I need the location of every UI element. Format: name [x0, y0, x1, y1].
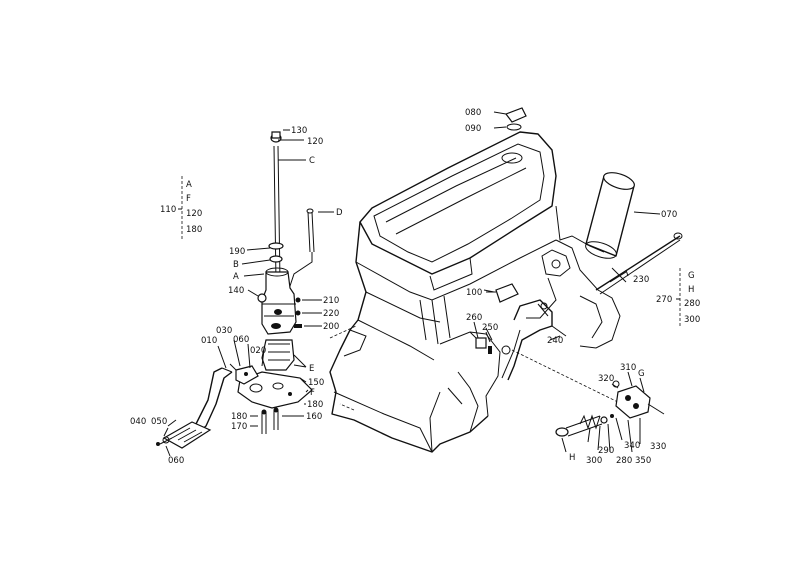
group-right-item-0: G: [688, 271, 695, 281]
label-150: 150: [308, 378, 324, 388]
leader-dash-3: [339, 403, 355, 411]
label-330: 330: [650, 442, 666, 452]
label-c: C: [309, 156, 315, 166]
group-left-item-1: F: [186, 194, 191, 204]
label-060a: 060: [233, 335, 249, 345]
label-040: 040: [130, 417, 146, 427]
label-d: D: [336, 208, 343, 218]
label-230: 230: [633, 275, 649, 285]
group-right-item-3: 300: [684, 315, 700, 325]
dipstick: [595, 232, 683, 295]
label-g: G: [638, 369, 645, 379]
label-240: 240: [547, 336, 563, 346]
oil-filler-pipe: [501, 299, 567, 381]
engine-block: [329, 131, 621, 453]
label-300: 300: [586, 456, 602, 466]
label-f: F: [310, 388, 315, 398]
label-a: A: [233, 272, 239, 282]
part-labels: 080 090 070 130 120 C D 190 B A 140 210 …: [130, 108, 677, 466]
label-210: 210: [323, 296, 339, 306]
label-180b: 180: [231, 412, 247, 422]
label-020: 020: [250, 346, 266, 356]
label-h: H: [569, 453, 575, 463]
oil-filler-cap: [493, 107, 527, 131]
label-190: 190: [229, 247, 245, 257]
group-ref-right: 270 G H 280 300: [656, 268, 700, 328]
label-060b: 060: [168, 456, 184, 466]
group-right-head: 270: [656, 295, 672, 305]
group-left-item-0: A: [186, 180, 192, 190]
label-260: 260: [466, 313, 482, 323]
label-350: 350: [635, 456, 651, 466]
label-070: 070: [661, 210, 677, 220]
label-130: 130: [291, 126, 307, 136]
label-250: 250: [482, 323, 498, 333]
oil-cap-100: [486, 283, 519, 303]
label-080: 080: [465, 108, 481, 118]
label-160: 160: [306, 412, 322, 422]
label-050: 050: [151, 417, 167, 427]
group-left-item-2: 120: [186, 209, 202, 219]
oil-filter: [585, 172, 661, 259]
label-030: 030: [216, 326, 232, 336]
label-310: 310: [620, 363, 636, 373]
group-right-item-2: 280: [684, 299, 700, 309]
label-320: 320: [598, 374, 614, 384]
label-100: 100: [466, 288, 482, 298]
relief-valve-assembly: [555, 380, 665, 437]
label-140: 140: [228, 286, 244, 296]
label-010: 010: [201, 336, 217, 346]
label-200: 200: [323, 322, 339, 332]
label-280: 280: [616, 456, 632, 466]
group-left-item-3: 180: [186, 225, 202, 235]
label-220: 220: [323, 309, 339, 319]
label-120: 120: [307, 137, 323, 147]
group-right-item-1: H: [688, 285, 694, 295]
label-090: 090: [465, 124, 481, 134]
label-e: E: [309, 364, 314, 374]
label-170: 170: [231, 422, 247, 432]
label-290: 290: [598, 446, 614, 456]
label-b: B: [233, 260, 239, 270]
label-180a: 180: [307, 400, 323, 410]
group-ref-left: 110 A F 120 180: [160, 176, 202, 240]
fitting-250-260: [469, 327, 493, 354]
leader-lines: [163, 129, 645, 457]
oil-pump-assembly: [156, 131, 315, 449]
leader-dash-1: [511, 349, 627, 407]
group-left-head: 110: [160, 205, 176, 215]
label-340: 340: [624, 441, 640, 451]
